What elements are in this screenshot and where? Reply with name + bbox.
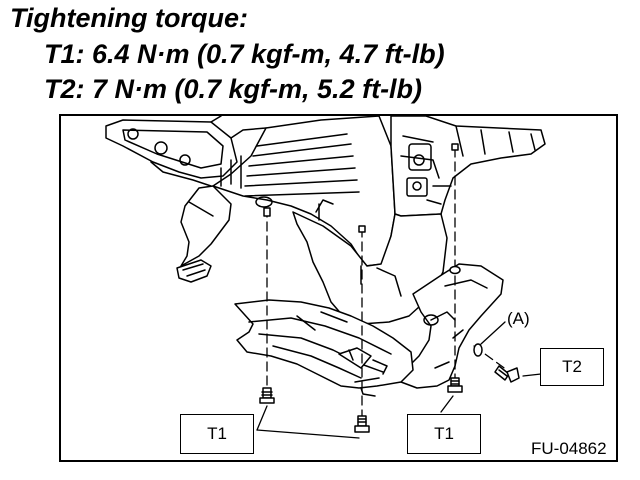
bolt-center-t1 xyxy=(354,415,370,433)
leader-lines xyxy=(256,321,542,439)
bolt-t2 xyxy=(494,365,520,383)
engine-casting xyxy=(212,116,396,267)
exploded-view-drawing xyxy=(105,116,546,439)
washer-a xyxy=(473,343,483,357)
small-fasteners xyxy=(263,143,461,275)
torque-spec-t2: T2: 7 N·m (0.7 kgf-m, 5.2 ft-lb) xyxy=(44,74,423,104)
torque-callout-t2: T2 xyxy=(540,348,604,386)
figure-id: FU-04862 xyxy=(531,439,607,458)
engine-bracket-left xyxy=(105,116,267,187)
bolt-alignment-lines xyxy=(266,147,508,425)
bolt-right-t1 xyxy=(447,377,463,393)
part-a-label: (A) xyxy=(507,309,530,328)
torque-heading: Tightening torque: xyxy=(10,3,248,33)
torque-spec-t1: T1: 6.4 N·m (0.7 kgf-m, 4.7 ft-lb) xyxy=(44,39,445,69)
protector-plate-left xyxy=(234,299,414,397)
lower-housing xyxy=(292,211,448,325)
duct-left xyxy=(176,185,232,283)
torque-callout-t1-right: T1 xyxy=(407,414,481,454)
bolt-left-t1 xyxy=(259,387,275,404)
protector-plate-right xyxy=(400,263,504,389)
torque-callout-t1-left: T1 xyxy=(180,414,254,454)
diagram-frame: (A) T2 T1 T1 FU-04862 xyxy=(59,114,618,462)
engine-block-right xyxy=(390,116,546,217)
